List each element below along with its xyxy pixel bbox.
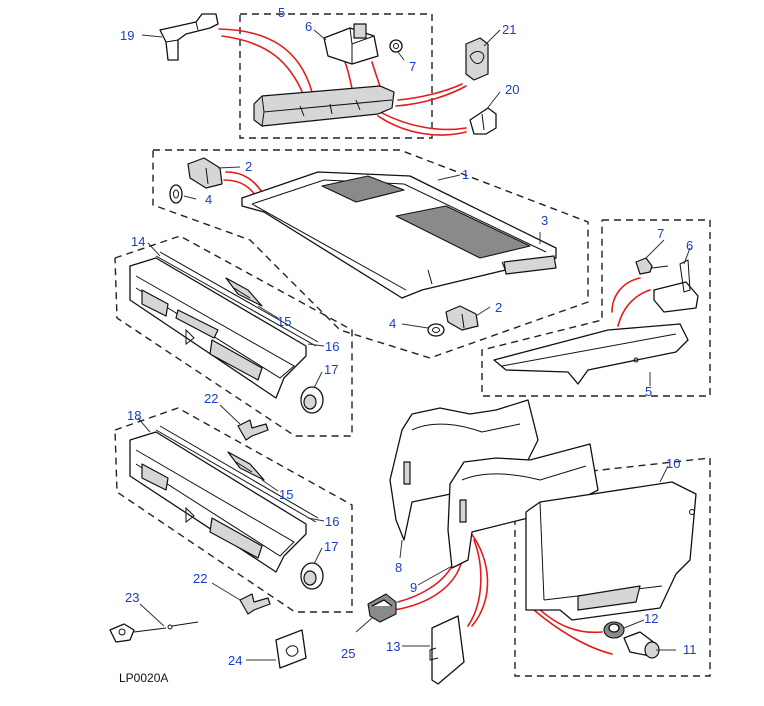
callout-5: 5 xyxy=(278,5,285,20)
harness-line xyxy=(469,531,489,627)
access-cover-part-13 xyxy=(429,615,465,685)
callout-4: 4 xyxy=(205,192,212,207)
clip-part-4-right xyxy=(427,323,445,337)
harness-line xyxy=(393,559,463,611)
grommet-part-17-lower xyxy=(300,562,324,590)
grommet-part-12 xyxy=(603,621,625,639)
callout-17: 17 xyxy=(324,362,338,377)
harness-line xyxy=(533,609,613,655)
trim-strip-part-5-right xyxy=(493,323,689,385)
screw-part-22-top xyxy=(237,419,269,441)
end-cap-part-2-right xyxy=(445,305,479,331)
leader-lines xyxy=(137,29,691,661)
callout-6: 6 xyxy=(686,238,693,253)
callout-18: 18 xyxy=(127,408,141,423)
fastener-part-11 xyxy=(623,631,660,659)
callout-16: 16 xyxy=(325,339,339,354)
callout-14: 14 xyxy=(131,234,145,249)
callout-2: 2 xyxy=(495,300,502,315)
harness-line xyxy=(395,85,467,107)
harness-line xyxy=(611,277,641,313)
callout-9: 9 xyxy=(410,580,417,595)
end-cap-part-2-left xyxy=(187,157,223,189)
callout-15: 15 xyxy=(279,487,293,502)
side-bin-part-10 xyxy=(525,481,697,621)
callout-labels: 19 5 6 7 21 20 2 1 4 3 14 7 6 2 15 4 16 … xyxy=(120,5,697,668)
cover-part-24 xyxy=(275,629,307,669)
seal-strip-part-16-lower xyxy=(155,425,319,523)
callout-24: 24 xyxy=(228,653,242,668)
figure-reference-code: LP0020A xyxy=(119,671,168,685)
callout-19: 19 xyxy=(120,28,134,43)
strap-part-23 xyxy=(109,621,199,643)
seal-strip-part-16-top xyxy=(155,251,319,347)
grommet-part-17-top xyxy=(300,386,324,414)
callout-3: 3 xyxy=(541,213,548,228)
mounting-bracket-part-6-right xyxy=(653,259,699,313)
callout-23: 23 xyxy=(125,590,139,605)
bracket-part-15-top xyxy=(225,277,263,307)
nut-part-7-top xyxy=(389,39,403,53)
callout-7: 7 xyxy=(657,226,664,241)
rear-trim-panel-part-14 xyxy=(129,257,307,399)
callout-1: 1 xyxy=(462,167,469,182)
callout-15: 15 xyxy=(277,314,291,329)
harness-line xyxy=(218,28,313,93)
trim-moulding-part-5-top xyxy=(253,85,395,127)
callout-25: 25 xyxy=(341,646,355,661)
group-5-top-outline xyxy=(239,13,433,139)
callout-22: 22 xyxy=(204,391,218,406)
callout-16: 16 xyxy=(325,514,339,529)
harness-line xyxy=(379,111,467,131)
nut-part-7-right xyxy=(635,257,669,275)
callout-4: 4 xyxy=(389,316,396,331)
callout-7: 7 xyxy=(409,59,416,74)
harness-line xyxy=(467,539,482,627)
callout-8: 8 xyxy=(395,560,402,575)
group-1-outline xyxy=(152,149,589,359)
callout-6: 6 xyxy=(305,19,312,34)
harness-line xyxy=(617,289,651,327)
callout-2: 2 xyxy=(245,159,252,174)
harness-line xyxy=(397,83,463,101)
harness-line xyxy=(225,171,263,193)
group-14-outline xyxy=(114,235,353,437)
mounting-bracket-part-6-top xyxy=(323,23,379,65)
callout-10: 10 xyxy=(666,456,680,471)
fastener-part-20 xyxy=(469,107,497,135)
screw-part-22-lower xyxy=(239,593,271,615)
harness-line xyxy=(397,565,453,603)
bracket-part-15-lower xyxy=(227,451,265,481)
callout-21: 21 xyxy=(502,22,516,37)
group-5-right-outline xyxy=(481,219,711,397)
callout-17: 17 xyxy=(324,539,338,554)
bracket-part-19 xyxy=(159,13,219,61)
callout-13: 13 xyxy=(386,639,400,654)
callout-20: 20 xyxy=(505,82,519,97)
lower-trim-panel-part-18 xyxy=(129,431,307,573)
harness-lines xyxy=(218,28,651,655)
clip-part-4-left xyxy=(169,184,183,204)
harness-line xyxy=(221,35,305,97)
harness-line xyxy=(223,179,257,197)
callout-11: 11 xyxy=(683,642,697,657)
callout-5: 5 xyxy=(645,384,652,399)
clip-part-21 xyxy=(465,37,489,81)
parcel-shelf-part-1 xyxy=(241,171,557,299)
callout-12: 12 xyxy=(644,611,658,626)
callout-22: 22 xyxy=(193,571,207,586)
clip-part-25 xyxy=(367,593,397,623)
group-18-outline xyxy=(114,407,353,613)
harness-line xyxy=(377,115,467,136)
